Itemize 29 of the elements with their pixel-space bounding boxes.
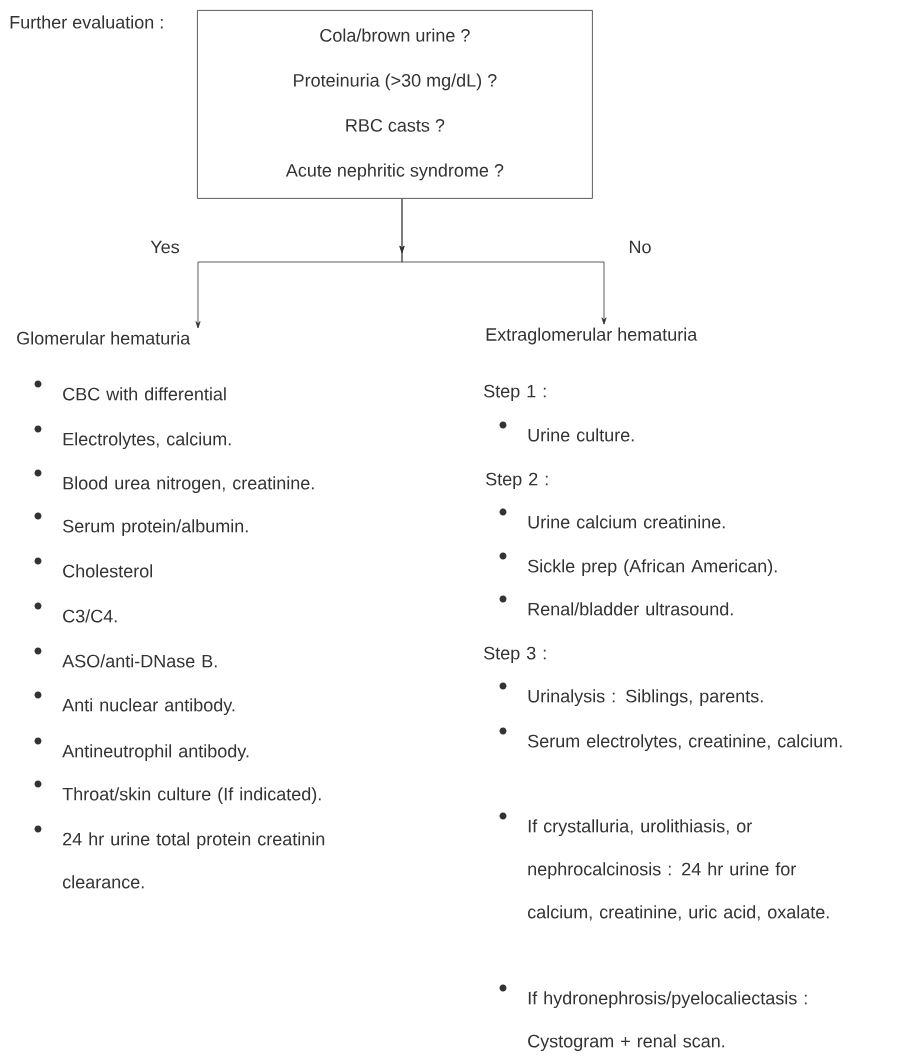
heading: Glomerular hematuria (17, 331, 191, 345)
question-box: Cola/brown urine ? Proteinuria (>30 mg/dL) ? RBC casts ? Acute nephritic syndrome ? (197, 10, 593, 199)
list-item: Sickle prep (African American). (499, 552, 777, 577)
list-item: Urinalysis : Siblings, parents. (499, 682, 763, 707)
list-item: Cholesterol (34, 557, 152, 578)
step-heading: Step 1 : (484, 384, 546, 402)
list-item: Serum electrolytes, creatinine, calcium. (499, 727, 842, 752)
list-item: Antineutrophil antibody. (34, 737, 249, 762)
list-item: 24 hr urine total protein creatinin clearance. (34, 825, 325, 889)
heading: Extraglomerular hematuria (486, 327, 698, 345)
step-heading: Step 3 : (484, 646, 546, 664)
title: Further evaluation : (10, 15, 163, 29)
list-item: ASO/anti-DNase B. (34, 647, 217, 668)
list-item: Renal/bladder ultrasound. (499, 595, 733, 616)
list-item: Throat/skin culture (If indicated). (34, 780, 321, 805)
edge-label: No (627, 239, 653, 255)
list-item: Electrolytes, calcium. (34, 425, 231, 450)
list-item: Blood urea nitrogen, creatinine. (34, 469, 314, 494)
list-item: If hydronephrosis/pyelocaliectasis : Cystogram + renal scan. (499, 984, 807, 1052)
list-item: Urine calcium creatinine. (499, 508, 725, 529)
list-item: Serum protein/albumin. (34, 512, 248, 537)
list-item: CBC with differential (34, 380, 226, 401)
list-item: If crystalluria, urolithiasis, or nephrocalcinosis : 24 hr urine for calcium, creatinine, uric acid, oxalate. (499, 812, 829, 921)
list-item: C3/C4. (34, 602, 117, 623)
list-item: Urine culture. (499, 421, 634, 442)
list-item: Anti nuclear antibody. (34, 691, 235, 716)
edge-label: Yes (149, 239, 181, 255)
step-heading: Step 2 : (486, 472, 548, 490)
arrow (399, 198, 607, 325)
